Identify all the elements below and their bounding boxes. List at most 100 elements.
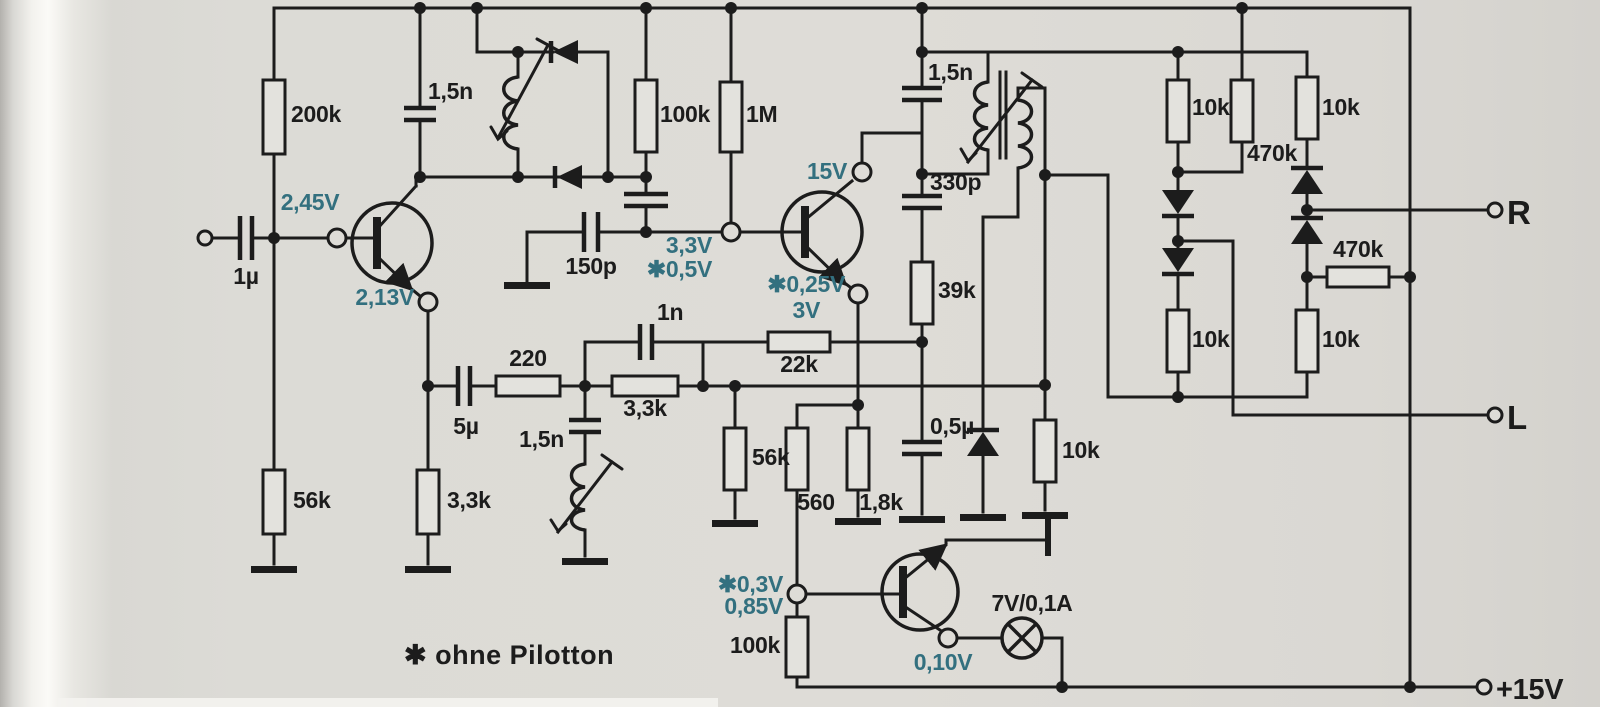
ground-symbol (251, 566, 297, 573)
stereo-matrix-network (1106, 6, 1504, 696)
terminal-15v (1475, 678, 1493, 696)
diode-left-top (553, 40, 578, 64)
resistor-10k-gnd (1032, 418, 1058, 484)
label-resistor-3k3-left: 3,3k (447, 487, 491, 513)
resistor-200k (261, 78, 287, 156)
ground-symbol (504, 282, 550, 289)
bias-and-filter (504, 6, 805, 289)
center-bus (426, 324, 1047, 587)
label-capacitor-1n5-a: 1,5n (428, 78, 473, 104)
testpoint-2-45v (326, 227, 348, 249)
footnote-ohne-pilotton: ✱ ohne Pilotton (404, 640, 614, 670)
label-resistor-22k: 22k (780, 351, 818, 377)
capacitor-1u (237, 216, 255, 260)
variable-transformer (920, 50, 1047, 219)
ground-symbol (712, 520, 758, 527)
label-capacitor-0u5: 0,5µ (930, 413, 974, 439)
ground-symbol (562, 558, 608, 565)
label-resistor-56k-mid: 56k (752, 444, 790, 470)
label-resistor-10k-d: 10k (1322, 326, 1360, 352)
testpoint-15v (851, 161, 873, 183)
capacitor-330p (902, 193, 942, 211)
label-capacitor-1u: 1µ (233, 263, 258, 289)
input-terminal (196, 229, 214, 247)
label-resistor-470k-b: 470k (1333, 236, 1383, 262)
label-capacitor-1n5-c: 1,5n (928, 59, 973, 85)
lamp-driver-stage (784, 518, 1064, 689)
resistor-10k-b (1294, 75, 1320, 141)
label-resistor-470k-a: 470k (1247, 140, 1297, 166)
page-edge (58, 698, 718, 707)
label-capacitor-150p: 150p (565, 253, 616, 279)
label-resistor-3k3-h: 3,3k (623, 395, 667, 421)
resistor-470k-a (1229, 78, 1255, 144)
label-resistor-560: 560 (797, 489, 834, 515)
resistor-1m (718, 80, 744, 154)
transformer-secondary (1017, 98, 1034, 170)
label-resistor-1k8: 1,8k (859, 489, 903, 515)
diode-down (1162, 248, 1194, 272)
testpoint-0-25v (847, 283, 869, 305)
ground-symbol (960, 514, 1006, 521)
variable-inductor-2 (569, 462, 586, 532)
label-voltage-15v: 15V (807, 158, 848, 184)
resistor-10k-a (1165, 78, 1191, 144)
input-stage (196, 6, 451, 573)
terminal-l (1486, 406, 1504, 424)
diode-down (1162, 190, 1194, 214)
capacitor-1n5-c (902, 85, 942, 103)
capacitor-unlabeled (624, 191, 668, 209)
label-capacitor-1n: 1n (657, 299, 683, 325)
ground-symbol (405, 566, 451, 573)
testpoint-0-10v (937, 627, 959, 649)
label-voltage-0-10v: 0,10V (914, 649, 974, 675)
junction-dots (268, 2, 1416, 693)
secondary-loads (960, 86, 1110, 521)
coupling-column (899, 6, 945, 523)
label-resistor-39k: 39k (938, 277, 976, 303)
resistor-3k3-h (610, 374, 680, 398)
tuning-arrow (555, 459, 615, 535)
terminal-r (1486, 201, 1504, 219)
label-voltage-3-3v: 3,3V (666, 232, 713, 258)
diode-up (967, 432, 999, 456)
diode-up (1291, 220, 1323, 244)
capacitor-5u (455, 366, 473, 406)
resistor-220 (494, 374, 562, 398)
transformer-primary (972, 80, 989, 152)
label-resistor-200k: 200k (291, 101, 341, 127)
resistor-1k8 (845, 426, 871, 492)
label-voltage-0-3v: ✱0,3V (718, 571, 784, 597)
diode-up (1291, 170, 1323, 194)
capacitor-1n5-a (404, 105, 436, 123)
label-resistor-10k-gnd: 10k (1062, 437, 1100, 463)
resistor-3k3-left (415, 468, 441, 536)
label-capacitor-1n5-b: 1,5n (519, 426, 564, 452)
capacitor-1n (637, 324, 655, 360)
label-resistor-10k-a: 10k (1192, 94, 1230, 120)
label-terminal-r: R (1507, 194, 1531, 231)
label-voltage-2-13v: 2,13V (355, 284, 415, 310)
label-resistor-220: 220 (509, 345, 546, 371)
resistor-56k-mid (722, 426, 748, 492)
testpoint-base-t3 (786, 583, 808, 605)
ground-symbol (899, 516, 945, 523)
terminal-labels: R L +15V (1496, 194, 1565, 706)
label-capacitor-5u: 5µ (453, 413, 478, 439)
label-voltage-3v: 3V (792, 297, 820, 323)
tuning-arrow (495, 42, 551, 141)
ground-symbol (835, 518, 881, 525)
component-labels: 200k 1,5n 1µ 56k 3,3k 5µ 220 3,3k 1,5n 1… (233, 59, 1384, 658)
resistor-39k (909, 260, 935, 326)
resistor-10k-d (1294, 308, 1320, 374)
resistor-100k-top (633, 78, 659, 154)
l-output-wire (1176, 239, 1490, 417)
capacitor-1n5-b (569, 417, 601, 435)
testpoint-base-t2 (720, 221, 742, 243)
ground-symbol (1022, 512, 1068, 519)
label-resistor-100k-top: 100k (660, 101, 710, 127)
label-resistor-56k-left: 56k (293, 487, 331, 513)
label-terminal-15v: +15V (1496, 674, 1564, 706)
